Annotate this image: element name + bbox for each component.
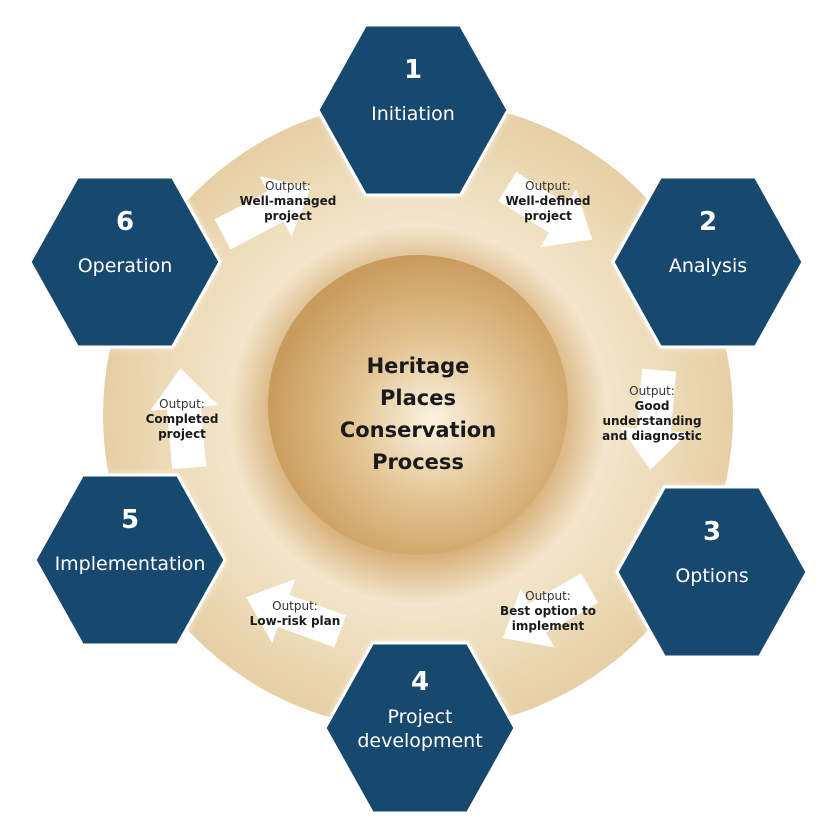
center-circle [268,255,568,555]
stage-number: 2 [699,207,717,237]
output-key: Output: [265,179,311,193]
output-value: Low-risk plan [250,614,341,628]
stage-label: Analysis [669,255,747,277]
output-value: project [524,209,572,223]
hexagon-shape [323,641,517,815]
output-value: understanding [602,414,701,428]
hexagon-shape [611,175,805,349]
flow-arrow-icon [150,368,218,470]
output-value: Good [635,399,670,413]
output-value: Well-defined [505,194,590,208]
output-value: project [158,427,206,441]
stage-number: 4 [411,667,429,697]
output-value: project [264,209,312,223]
output-key: Output: [159,397,205,411]
title-line: Process [372,450,464,474]
output-value: Best option to [500,604,596,618]
output-value: Completed [146,412,219,426]
hexagon-shape [615,485,809,659]
output-key: Output: [272,599,318,613]
stage-number: 5 [121,505,139,535]
stage-label: Project [387,706,452,728]
output-key: Output: [629,384,675,398]
stage-number: 1 [404,55,422,85]
flow-arrow-icon [502,573,599,648]
hexagon-shape [33,473,227,647]
flow-arrow-icon [498,172,593,248]
output-key: Output: [525,179,571,193]
hexagon-shape [316,23,510,197]
flow-arrow-icon [214,176,311,250]
stage-label: Operation [78,255,173,277]
title-line: Conservation [340,418,496,442]
stage-label: development [357,730,482,752]
output-value: implement [512,619,585,633]
output-value: and diagnostic [602,429,702,443]
stage-label: Implementation [55,553,206,575]
stage-number: 3 [703,517,721,547]
center-title: Heritage Places Conservation Process [340,354,496,474]
flow-arrow-icon [620,368,688,470]
title-line: Places [380,386,456,410]
title-line: Heritage [367,354,470,378]
stage-label: Options [675,565,748,587]
output-value: Well-managed [240,194,337,208]
output-label: Output:Low-risk plan [250,599,341,628]
output-key: Output: [525,589,571,603]
stage-label: Initiation [371,103,455,125]
stage-number: 6 [116,207,134,237]
hexagon-shape [28,175,222,349]
flow-arrow-icon [246,578,346,648]
